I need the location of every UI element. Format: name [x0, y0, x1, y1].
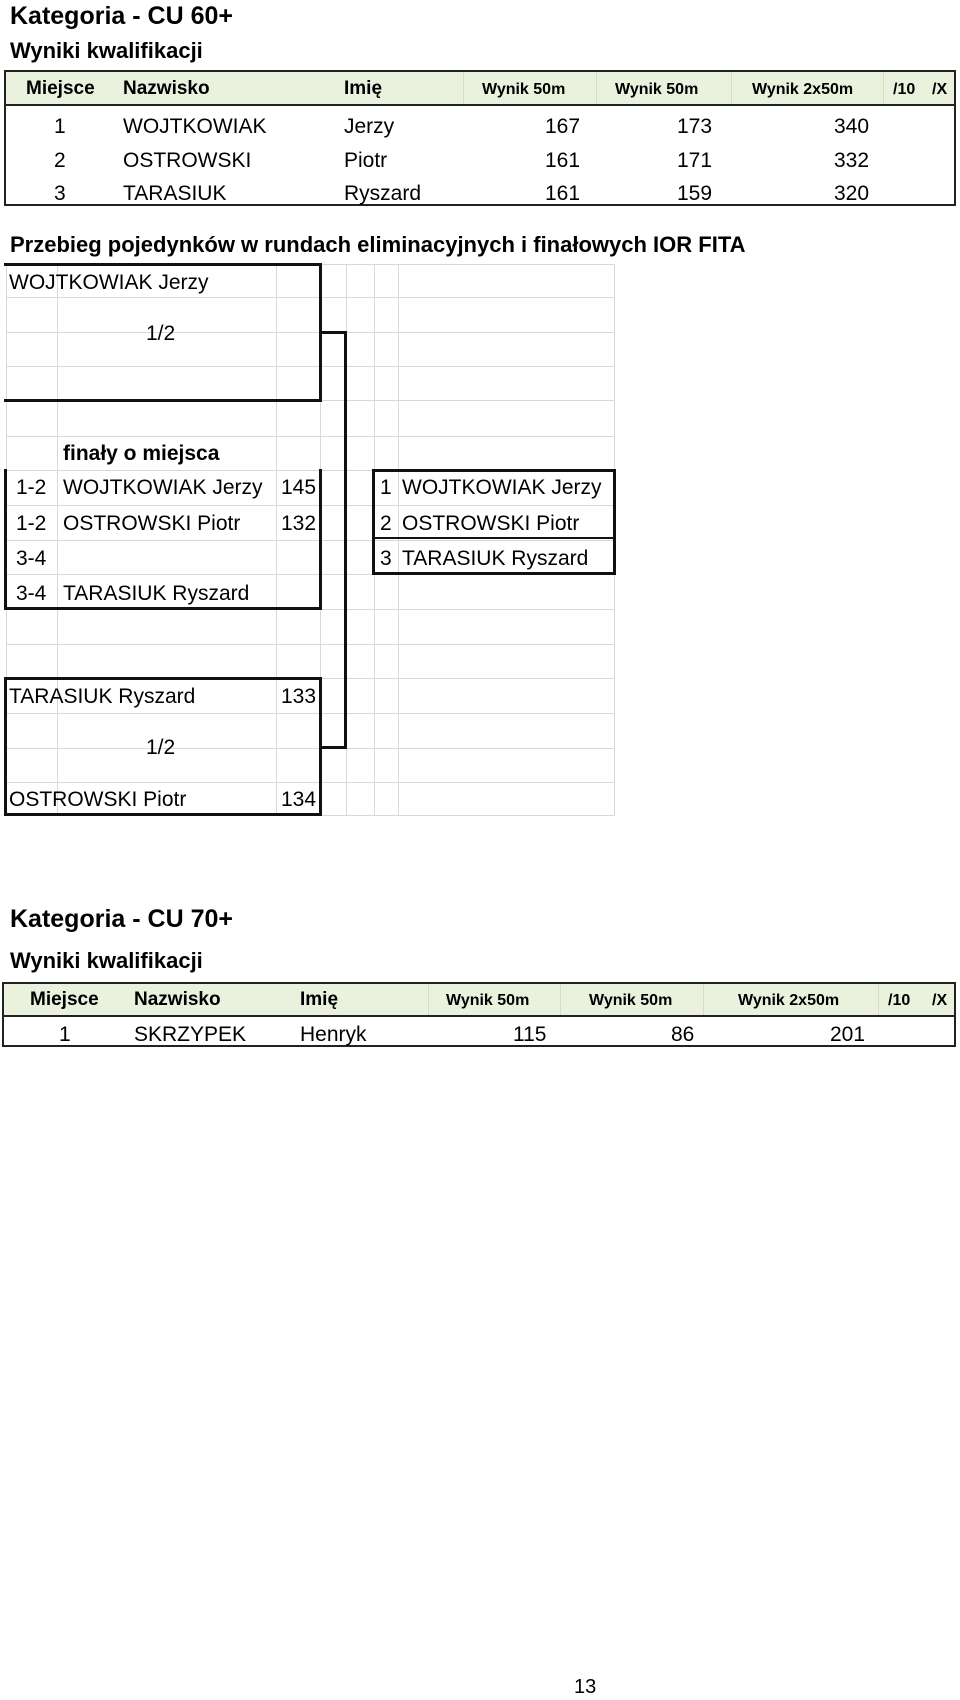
header-wynik-50m-2: Wynik 50m — [589, 992, 673, 1009]
qualification-title: Wyniki kwalifikacji — [10, 948, 203, 973]
header-x: /X — [932, 992, 948, 1009]
page-number: 13 — [574, 1676, 597, 1698]
header-miejsce: Miejsce — [26, 78, 95, 99]
table-header: Miejsce Nazwisko Imię Wynik 50m Wynik 50… — [6, 72, 954, 106]
header-wynik-50m-1: Wynik 50m — [482, 81, 566, 98]
qualification-table: Miejsce Nazwisko Imię Wynik 50m Wynik 50… — [4, 70, 956, 206]
header-10: /10 — [893, 81, 916, 98]
semi1-label: 1/2 — [146, 322, 176, 345]
header-x: /X — [932, 81, 948, 98]
header-imie: Imię — [344, 78, 383, 99]
semi2-bottom-score: 134 — [281, 788, 317, 811]
finals-label: finały o miejsca — [63, 442, 220, 465]
header-nazwisko: Nazwisko — [134, 989, 221, 1010]
header-10: /10 — [888, 992, 911, 1009]
semi2-top-score: 133 — [281, 685, 317, 708]
qualification-table: Miejsce Nazwisko Imię Wynik 50m Wynik 50… — [2, 982, 956, 1047]
semi1-top-name: WOJTKOWIAK Jerzy — [9, 271, 209, 294]
header-imie: Imię — [300, 989, 339, 1010]
header-wynik-50m-2: Wynik 50m — [615, 81, 699, 98]
header-wynik-50m-1: Wynik 50m — [446, 992, 530, 1009]
semi2-bottom-name: OSTROWSKI Piotr — [9, 788, 187, 811]
header-nazwisko: Nazwisko — [123, 78, 210, 99]
category-title: Kategoria - CU 60+ — [10, 2, 233, 30]
qualification-title: Wyniki kwalifikacji — [10, 38, 203, 63]
bracket-title: Przebieg pojedynków w rundach eliminacyj… — [10, 232, 746, 257]
semi2-top-name: TARASIUK Ryszard — [9, 685, 196, 708]
header-wynik-2x50m: Wynik 2x50m — [752, 81, 854, 98]
header-wynik-2x50m: Wynik 2x50m — [738, 992, 840, 1009]
semi2-label: 1/2 — [146, 736, 176, 759]
table-header: Miejsce Nazwisko Imię Wynik 50m Wynik 50… — [4, 984, 954, 1017]
category-title: Kategoria - CU 70+ — [10, 905, 233, 933]
header-miejsce: Miejsce — [30, 989, 99, 1010]
